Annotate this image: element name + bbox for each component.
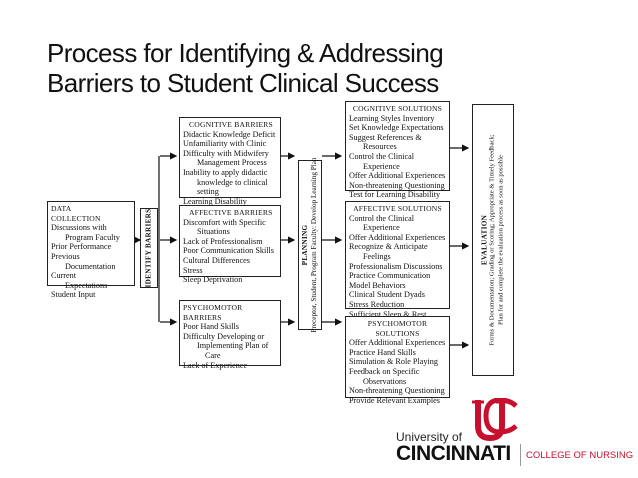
- list-item: Prior Performance: [51, 242, 112, 252]
- affective-solutions-heading: AFFECTIVE SOLUTIONS: [353, 204, 442, 213]
- list-item: Test for Learning Disability: [349, 190, 441, 200]
- list-item: Cultural Differences: [183, 255, 250, 265]
- psychomotor-solutions-box: PSYCHOMOTOR SOLUTIONS Offer Additional E…: [345, 316, 450, 405]
- list-item: Offer Additional Experiences: [349, 232, 446, 242]
- list-item: Difficulty Developing or: [183, 331, 265, 341]
- title-line-1: Process for Identifying & Addressing: [47, 38, 444, 68]
- list-item: Offer Additional Experiences: [349, 338, 446, 348]
- list-item: Set Knowledge Expectations: [349, 123, 444, 133]
- list-item: Recognize & Anticipate: [349, 242, 428, 252]
- psychomotor-barriers-heading-2: BARRIERS: [183, 312, 222, 322]
- data-collection-box: DATA COLLECTION Discussions with Program…: [47, 201, 135, 299]
- list-item: Sleep Deprivation: [183, 275, 243, 285]
- list-item: Control the Clinical: [349, 213, 415, 223]
- title-line-2: Barriers to Student Clinical Success: [47, 68, 439, 98]
- list-item: Discomfort with Specific: [183, 217, 266, 227]
- affective-barriers-box: AFFECTIVE BARRIERS Discomfort with Speci…: [179, 205, 281, 284]
- list-item: Student Input: [51, 290, 96, 300]
- list-item: Sufficient Sleep & Rest: [349, 309, 427, 319]
- list-item: Non-threatening Questioning: [349, 180, 445, 190]
- list-item: Experience: [363, 223, 400, 233]
- list-item: Lack of Professionalism: [183, 236, 263, 246]
- list-item: Inability to apply didactic: [183, 167, 268, 177]
- planning-box: PLANNING Preceptor, Student, Program Fac…: [298, 158, 322, 333]
- list-item: Feelings: [363, 251, 391, 261]
- psychomotor-barriers-heading-1: PSYCHOMOTOR: [183, 303, 243, 312]
- list-item: Observations: [363, 376, 407, 386]
- list-item: Care: [205, 350, 221, 360]
- list-item: Practice Communication: [349, 271, 431, 281]
- planning-subtext: Preceptor, Student, Program Faculty: Dev…: [310, 157, 318, 333]
- list-item: Resources: [363, 142, 397, 152]
- list-item: Stress: [183, 265, 203, 275]
- cincinnati-text: CINCINNATI: [396, 442, 511, 465]
- planning-text: PLANNING Preceptor, Student, Program Fac…: [301, 158, 319, 333]
- cognitive-barriers-heading: COGNITIVE BARRIERS: [189, 120, 273, 129]
- list-item: Didactic Knowledge Deficit: [183, 129, 276, 139]
- list-item: Suggest References &: [349, 132, 422, 142]
- identify-barriers-box: IDENTIFY BARRIERS: [140, 208, 158, 288]
- affective-solutions-box: AFFECTIVE SOLUTIONS Control the Clinical…: [345, 201, 450, 319]
- list-item: Offer Additional Experiences: [349, 171, 446, 181]
- list-item: Situations: [197, 227, 230, 237]
- uc-logo: University of CINCINNATI COLLEGE OF NURS…: [396, 398, 636, 470]
- university-of-text: University of: [396, 430, 463, 444]
- list-item: Difficulty with Midwifery: [183, 148, 269, 158]
- evaluation-label: EVALUATION: [480, 214, 489, 266]
- uc-logo-mark: [472, 398, 518, 442]
- list-item: Control the Clinical: [349, 151, 415, 161]
- list-item: Documentation: [65, 261, 116, 271]
- list-item: Clinical Student Dyads: [349, 290, 425, 300]
- psychomotor-solutions-heading-2: SOLUTIONS: [375, 328, 420, 338]
- list-item: Practice Hand Skills: [349, 347, 416, 357]
- psychomotor-barriers-box: PSYCHOMOTOR BARRIERS Poor Hand Skills Di…: [179, 300, 281, 370]
- list-item: Professionalism Discussions: [349, 261, 443, 271]
- cognitive-barriers-box: COGNITIVE BARRIERS Didactic Knowledge De…: [179, 117, 281, 206]
- list-item: Non-threatening Questioning: [349, 386, 445, 396]
- planning-label: PLANNING: [301, 224, 309, 266]
- psychomotor-solutions-heading-1: PSYCHOMOTOR: [367, 319, 428, 328]
- list-item: Expectations: [65, 280, 108, 290]
- college-of-nursing-text: COLLEGE OF NURSING: [526, 450, 634, 461]
- list-item: Experience: [363, 161, 400, 171]
- list-item: Poor Hand Skills: [183, 322, 239, 332]
- list-item: Program Faculty: [65, 232, 120, 242]
- list-item: Model Behaviors: [349, 280, 406, 290]
- data-collection-heading-1: DATA: [51, 204, 72, 213]
- list-item: Learning Disability: [183, 196, 247, 206]
- evaluation-line-1: Forms & Documentation; Grading or Scorin…: [488, 134, 496, 346]
- list-item: Discussions with: [51, 223, 107, 233]
- list-item: Provide Relevant Examples: [349, 395, 440, 405]
- affective-barriers-heading: AFFECTIVE BARRIERS: [189, 208, 273, 217]
- list-item: Previous: [51, 251, 80, 261]
- list-item: Current: [51, 271, 77, 281]
- list-item: knowledge to clinical: [197, 177, 268, 187]
- list-item: Lack of Experience: [183, 360, 248, 370]
- list-item: Learning Styles Inventory: [349, 113, 435, 123]
- list-item: Feedback on Specific: [349, 366, 420, 376]
- cognitive-solutions-heading: COGNITIVE SOLUTIONS: [352, 104, 443, 113]
- data-collection-heading-2: COLLECTION: [51, 213, 101, 223]
- list-item: Simulation & Role Playing: [349, 357, 438, 367]
- list-item: Unfamiliarity with Clinic: [183, 139, 267, 149]
- list-item: Management Process: [197, 158, 267, 168]
- cognitive-solutions-box: COGNITIVE SOLUTIONS Learning Styles Inve…: [345, 101, 450, 199]
- list-item: Poor Communication Skills: [183, 246, 274, 256]
- list-item: Stress Reduction: [349, 299, 405, 309]
- evaluation-line-2: Plan for and complete the evaluation pro…: [497, 155, 505, 325]
- list-item: Implementing Plan of: [197, 341, 269, 351]
- evaluation-text: EVALUATION Forms & Documentation; Gradin…: [480, 134, 505, 345]
- evaluation-box: EVALUATION Forms & Documentation; Gradin…: [472, 104, 514, 376]
- logo-divider: [520, 444, 521, 466]
- list-item: setting: [197, 187, 219, 197]
- slide-title: Process for Identifying & Addressing Bar…: [47, 38, 607, 98]
